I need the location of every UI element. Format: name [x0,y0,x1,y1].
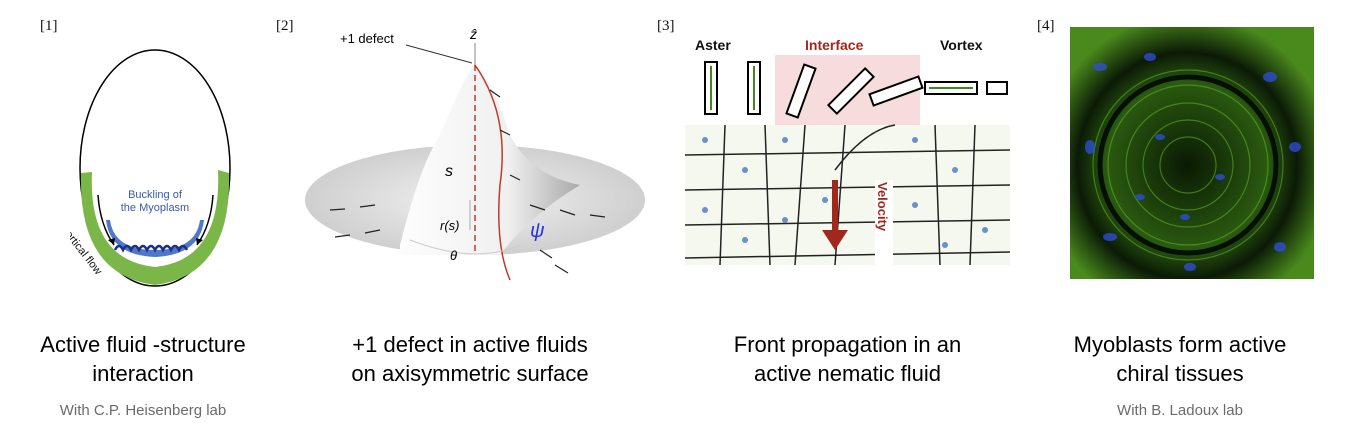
title-line-2: chiral tissues [1116,361,1244,386]
theta-label: θ [450,248,457,263]
panel-1-subtitle: With C.P. Heisenberg lab [59,402,227,419]
title-line-2: on axisymmetric surface [351,361,589,386]
reference-4: [4] [1037,18,1055,34]
nuclei-blue [1085,53,1301,271]
velocity-label-bg [875,180,893,265]
reference-1: [1] [40,18,58,34]
title-line-1: Front propagation in an [733,332,962,357]
director-arrows [329,89,606,274]
cortex-layer [80,170,230,285]
panel-4-title: Myoblasts form active chiral tissues [1030,330,1330,388]
myoblast-micrograph [1070,27,1314,279]
director-arrows-green [710,66,973,110]
buckling-label-2: the Myoplasm [121,202,189,214]
defect-label: +1 defect [340,31,394,46]
cell-tissue [685,125,1010,265]
title-line-1: +1 defect in active fluids [352,332,588,357]
velocity-label: Velocity [875,182,890,232]
psi-label: ψ [530,220,545,242]
buckling-waves [113,244,189,253]
title-line-1: Active fluid -structure [40,332,246,357]
title-line-2: interaction [92,361,194,386]
panel-1-title: Active fluid -structure interaction [0,330,286,388]
red-profile-curve [474,64,511,281]
aster-label: Aster [695,37,731,53]
r-label: r(s) [440,218,460,233]
buckling-label-1: Buckling of [128,189,183,201]
panel-2-title: +1 defect in active fluids on axisymmetr… [300,330,640,388]
z-hat-label: ẑ [469,26,477,42]
cell-glyphs [704,61,1008,119]
panel-4-subtitle: With B. Ladoux lab [1117,402,1243,419]
gaussian-bump [400,65,580,255]
title-line-1: Myoblasts form active [1073,332,1287,357]
defect-pointer [405,44,473,64]
defect-surface-diagram: ẑ +1 defect s r(s) θ ψ [305,26,645,281]
interface-label: Interface [805,37,864,53]
panel-3-title: Front propagation in an active nematic f… [680,330,1015,388]
embryo-outline [79,49,231,287]
vortex-label: Vortex [940,37,983,53]
reference-3: [3] [657,18,675,34]
actin-swirl [1092,69,1284,261]
s-label: s [445,163,453,180]
nuclei [702,137,988,248]
reference-2: [2] [276,18,294,34]
embryo-diagram: Buckling of the Myoplasm Cortical flow [70,49,231,287]
title-line-2: active nematic fluid [753,361,942,386]
nematic-front-diagram: Aster Interface Vortex Velocity [685,37,1010,266]
